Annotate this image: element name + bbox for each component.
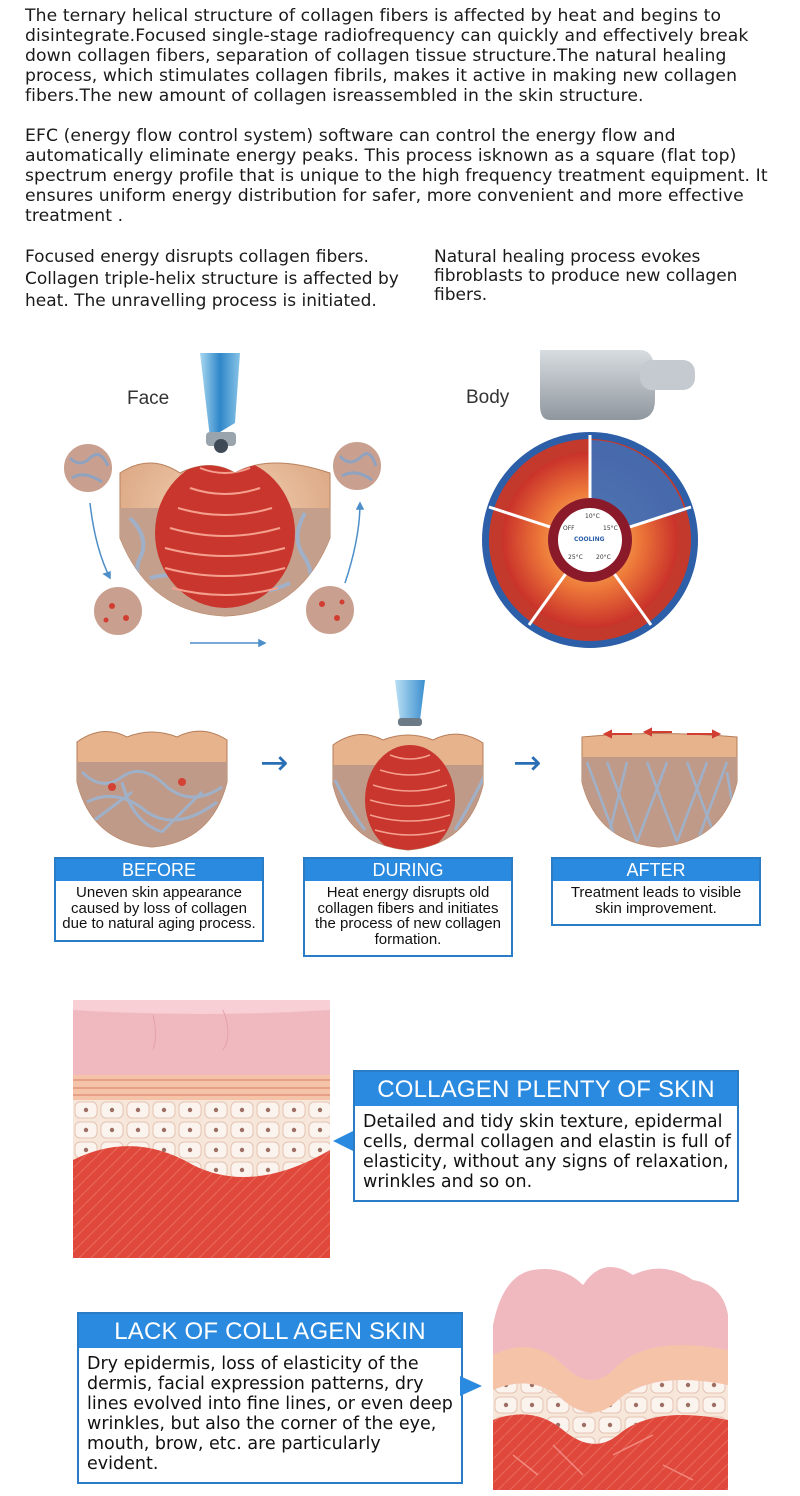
stage-text-after: Treatment leads to visible skin improvem… bbox=[570, 884, 742, 917]
body-cooling-dial: 10°C OFF 15°C COOLING 25°C 20°C bbox=[482, 350, 698, 648]
stage-title-during: DURING bbox=[305, 859, 511, 881]
rf-probe-face bbox=[200, 353, 240, 453]
stage-box-after: AFTER Treatment leads to visible skin im… bbox=[551, 857, 761, 926]
before-skin-illustration bbox=[76, 730, 228, 848]
collagen-plenty-text: Detailed and tidy skin texture, epiderma… bbox=[363, 1112, 731, 1192]
disruption-description: Focused energy disrupts collagen fibers.… bbox=[25, 247, 399, 311]
stage-title-before: BEFORE bbox=[56, 859, 262, 881]
dial-temp-15: 15°C bbox=[603, 525, 618, 532]
dial-cooling: COOLING bbox=[574, 536, 605, 543]
aged-skin-cross-section bbox=[493, 1267, 728, 1490]
dial-temp-25: 25°C bbox=[568, 554, 583, 561]
cycle-arrows bbox=[89, 501, 365, 648]
collagen-lack-title: LACK OF COLL AGEN SKIN bbox=[79, 1314, 461, 1348]
stage-box-during: DURING Heat energy disrupts old collagen… bbox=[303, 857, 513, 957]
during-skin-illustration bbox=[332, 680, 484, 851]
skin-section-face bbox=[119, 462, 331, 617]
pointer-left-icon bbox=[333, 1131, 353, 1151]
healthy-skin-cross-section bbox=[73, 1000, 330, 1258]
intro-paragraph-1: The ternary helical structure of collage… bbox=[25, 6, 749, 106]
body-probe-head bbox=[540, 350, 695, 420]
pointer-right-icon bbox=[460, 1376, 482, 1396]
collagen-plenty-title: COLLAGEN PLENTY OF SKIN bbox=[355, 1072, 737, 1106]
after-skin-illustration bbox=[581, 727, 738, 848]
collagen-magnifier-circles bbox=[62, 440, 383, 637]
collagen-plenty-panel: COLLAGEN PLENTY OF SKIN Detailed and tid… bbox=[353, 1070, 739, 1202]
face-label: Face bbox=[127, 388, 170, 409]
healing-description: Natural healing process evokes fibroblas… bbox=[434, 247, 738, 305]
arrow-right-icon: → bbox=[513, 743, 542, 783]
face-treatment-illustration bbox=[62, 353, 383, 648]
dial-temp-10: 10°C bbox=[585, 513, 600, 520]
stage-box-before: BEFORE Uneven skin appearance caused by … bbox=[54, 857, 264, 942]
dial-temp-20: 20°C bbox=[596, 554, 611, 561]
stage-text-during: Heat energy disrupts old collagen fibers… bbox=[315, 884, 501, 948]
arrow-right-icon: → bbox=[260, 743, 289, 783]
body-label: Body bbox=[466, 387, 510, 408]
collagen-lack-text: Dry epidermis, loss of elasticity of the… bbox=[87, 1354, 453, 1474]
stage-text-before: Uneven skin appearance caused by loss of… bbox=[62, 884, 256, 932]
collagen-lack-panel: LACK OF COLL AGEN SKIN Dry epidermis, lo… bbox=[77, 1312, 463, 1484]
intro-paragraph-2: EFC (energy flow control system) softwar… bbox=[25, 126, 768, 226]
dial-temp-off: OFF bbox=[563, 525, 575, 532]
stage-title-after: AFTER bbox=[553, 859, 759, 881]
